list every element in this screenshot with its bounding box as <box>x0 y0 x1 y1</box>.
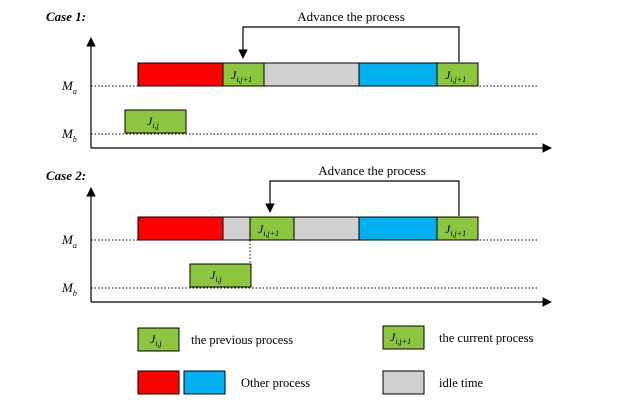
case1-job-previous-label: Ji,j <box>147 114 160 130</box>
case2-arrow-label: Advance the process <box>318 163 426 178</box>
legend: Ji,j the previous process Ji,j+1 the cur… <box>137 325 534 395</box>
case2-idle-block-left <box>222 216 251 241</box>
case2-job-current-before-label: Ji,j+1 <box>258 222 279 238</box>
case2-advance-arrow <box>265 180 460 216</box>
case1-other-process-blue <box>358 62 438 87</box>
case1-other-process-red <box>137 62 224 87</box>
case1-idle-block <box>263 62 360 87</box>
legend-idle-text: idle time <box>439 376 484 390</box>
case2-job-current-label: Ji,j+1 <box>445 222 466 238</box>
case2-job-current <box>436 216 479 241</box>
legend-current-text: the current process <box>439 331 534 345</box>
case1-advance-arrow <box>238 26 460 62</box>
legend-previous-text: the previous process <box>191 333 293 347</box>
case2-ma-label: Ma <box>61 232 77 250</box>
legend-previous-swatch-label: Ji,j <box>150 332 163 348</box>
case2-other-process-blue <box>358 216 438 241</box>
legend-other-red-swatch <box>137 370 180 395</box>
case2-mb-label: Mb <box>61 280 77 298</box>
case1-ma-label: Ma <box>61 78 77 96</box>
legend-previous-swatch <box>137 327 180 352</box>
case1-job-current-label: Ji,j+1 <box>445 68 466 84</box>
case1-title: Case 1: <box>46 9 86 24</box>
case2-title: Case 2: <box>46 168 86 183</box>
case1-job-current <box>436 62 479 87</box>
case2-job-previous-label: Ji,j <box>210 268 223 284</box>
case1-job-current-before-label: Ji,j+1 <box>231 68 252 84</box>
legend-current-swatch <box>382 325 425 350</box>
legend-other-blue-swatch <box>183 370 226 395</box>
case1-arrow-label: Advance the process <box>297 9 405 24</box>
case2-idle-block-right <box>293 216 360 241</box>
legend-idle-swatch <box>382 370 425 395</box>
case1-mb-label: Mb <box>61 126 77 144</box>
legend-current-swatch-label: Ji,j+1 <box>390 330 411 346</box>
case2-job-previous <box>189 263 252 288</box>
case1-job-previous <box>124 109 187 134</box>
legend-other-text: Other process <box>241 376 310 390</box>
case2-other-process-red <box>137 216 224 241</box>
